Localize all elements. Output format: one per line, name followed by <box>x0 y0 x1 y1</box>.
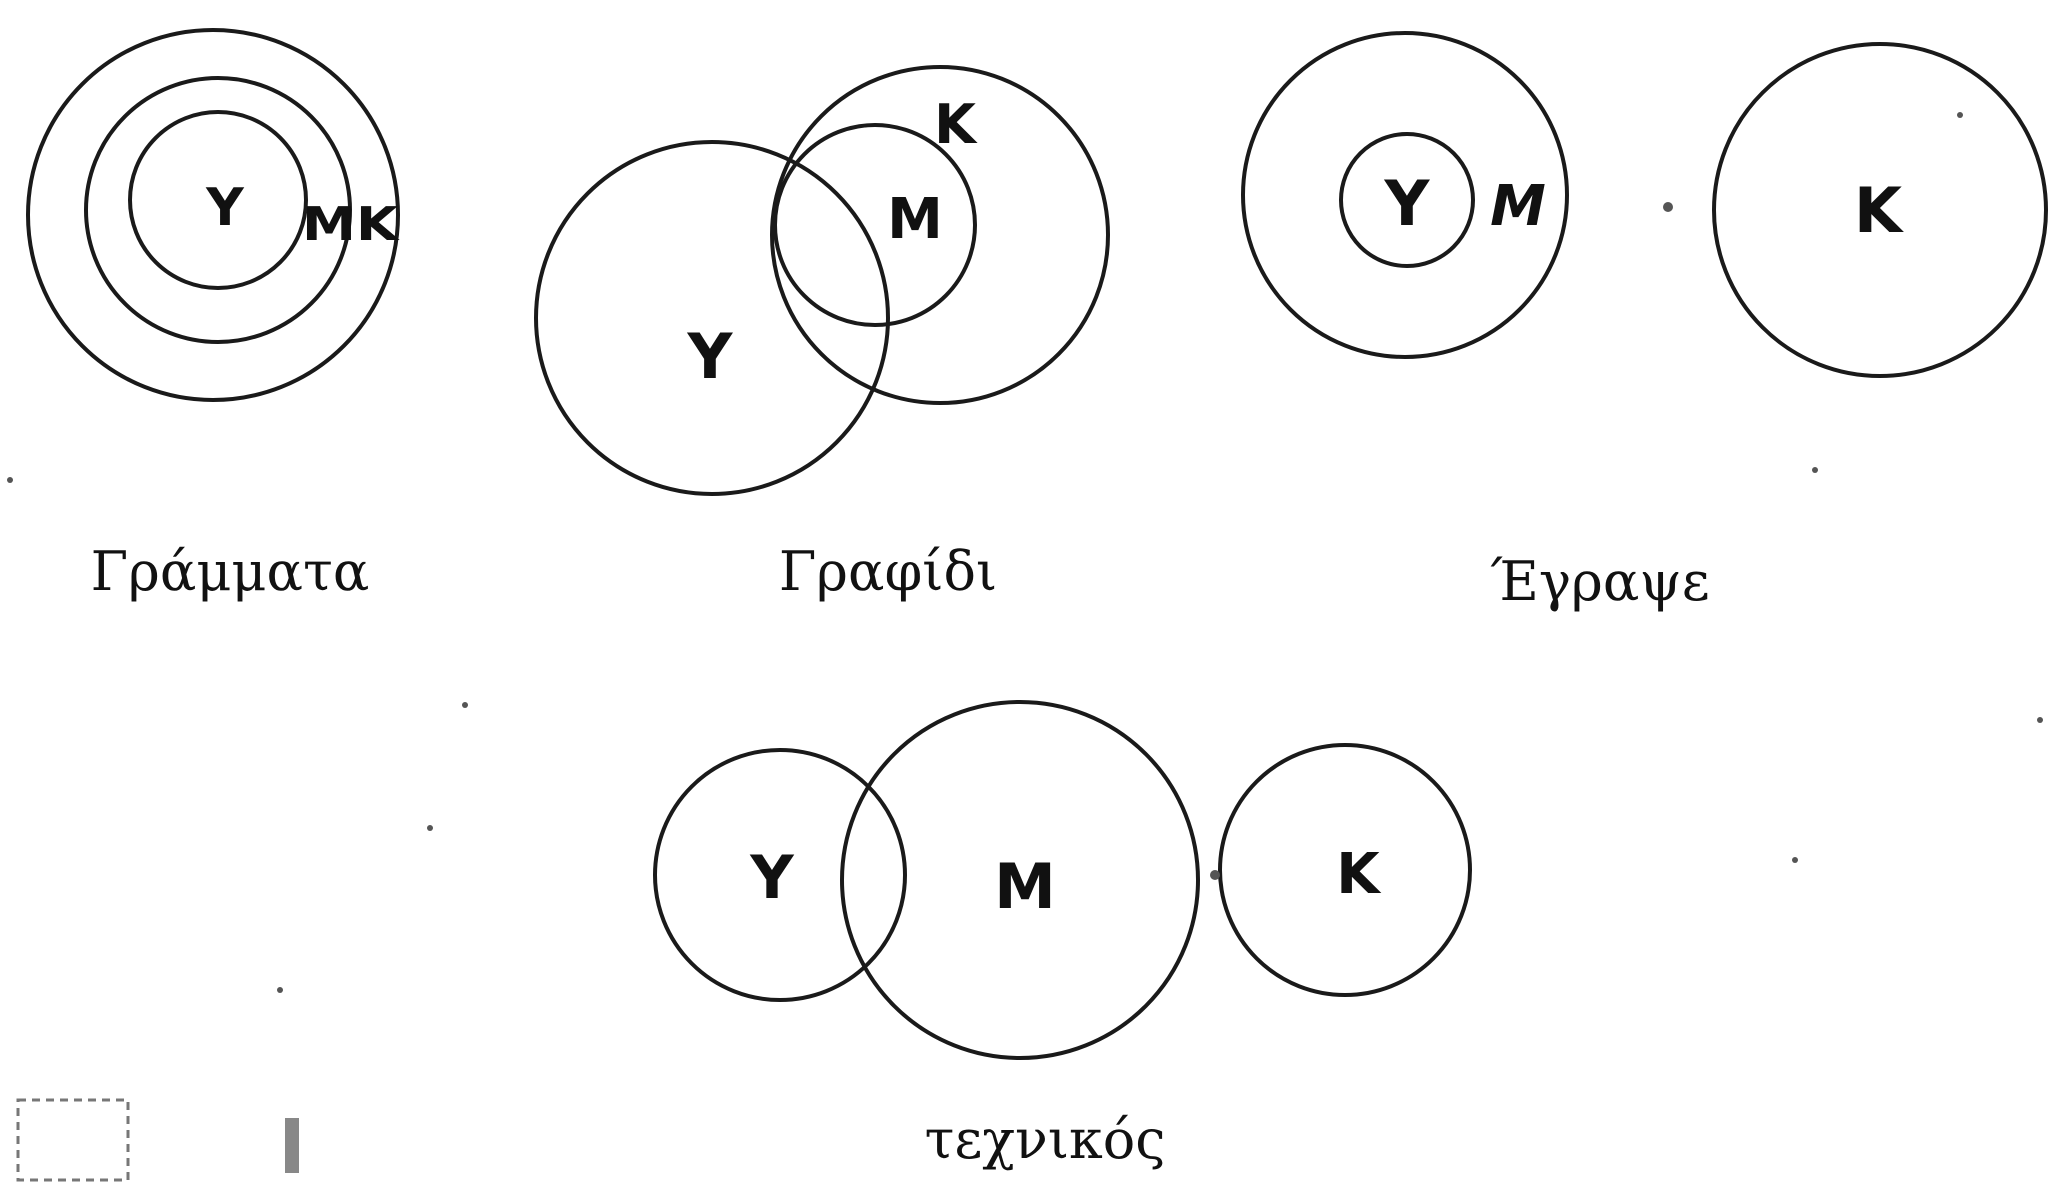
speck <box>277 987 283 993</box>
speck <box>1812 467 1818 473</box>
label-k: K <box>1854 174 1904 247</box>
panel-egrapse: Y M K Έγραψε <box>1241 31 2048 613</box>
panel-grammata: Y MK Γράμματα <box>26 28 401 603</box>
label-y: Y <box>687 320 734 393</box>
circle-k <box>1712 42 2048 378</box>
touch-point <box>1663 202 1673 212</box>
label-k: K <box>934 93 978 156</box>
speck <box>7 477 13 483</box>
circle-y <box>1339 132 1475 268</box>
scan-smudge <box>285 1118 299 1173</box>
caption-egrapse: Έγραψε <box>1490 550 1709 613</box>
panel-technikos: Y M K τεχνικός <box>653 700 1472 1171</box>
circle-middle-m <box>84 76 352 344</box>
label-mk: MK <box>302 197 401 251</box>
circle-k <box>770 65 1110 405</box>
label-y: Y <box>749 843 795 913</box>
circle-inner-y <box>128 110 308 290</box>
label-m: M <box>887 187 943 252</box>
caption-grammata: Γράμματα <box>91 540 370 603</box>
label-k: K <box>1336 842 1382 907</box>
circle-k <box>1218 743 1472 997</box>
caption-grafidi: Γραφίδι <box>779 540 997 603</box>
circle-m <box>773 123 977 327</box>
label-y: Y <box>1384 167 1431 240</box>
speck <box>427 825 433 831</box>
speck <box>1792 857 1798 863</box>
scan-smudge <box>16 1098 130 1182</box>
touch-point <box>1210 870 1220 880</box>
circle-y <box>653 748 907 1002</box>
speck <box>2037 717 2043 723</box>
circle-m <box>840 700 1200 1060</box>
label-y: Y <box>205 178 245 238</box>
speck <box>1957 112 1963 118</box>
circle-m <box>1241 31 1569 359</box>
caption-technikos: τεχνικός <box>924 1108 1165 1171</box>
label-m: M <box>1490 174 1546 239</box>
panel-grafidi: K M Y Γραφίδι <box>534 65 1110 603</box>
speck <box>462 702 468 708</box>
label-m: M <box>994 850 1056 923</box>
circle-y <box>534 140 890 496</box>
scan-noise <box>7 112 2043 1182</box>
circle-outer-k <box>26 28 400 402</box>
